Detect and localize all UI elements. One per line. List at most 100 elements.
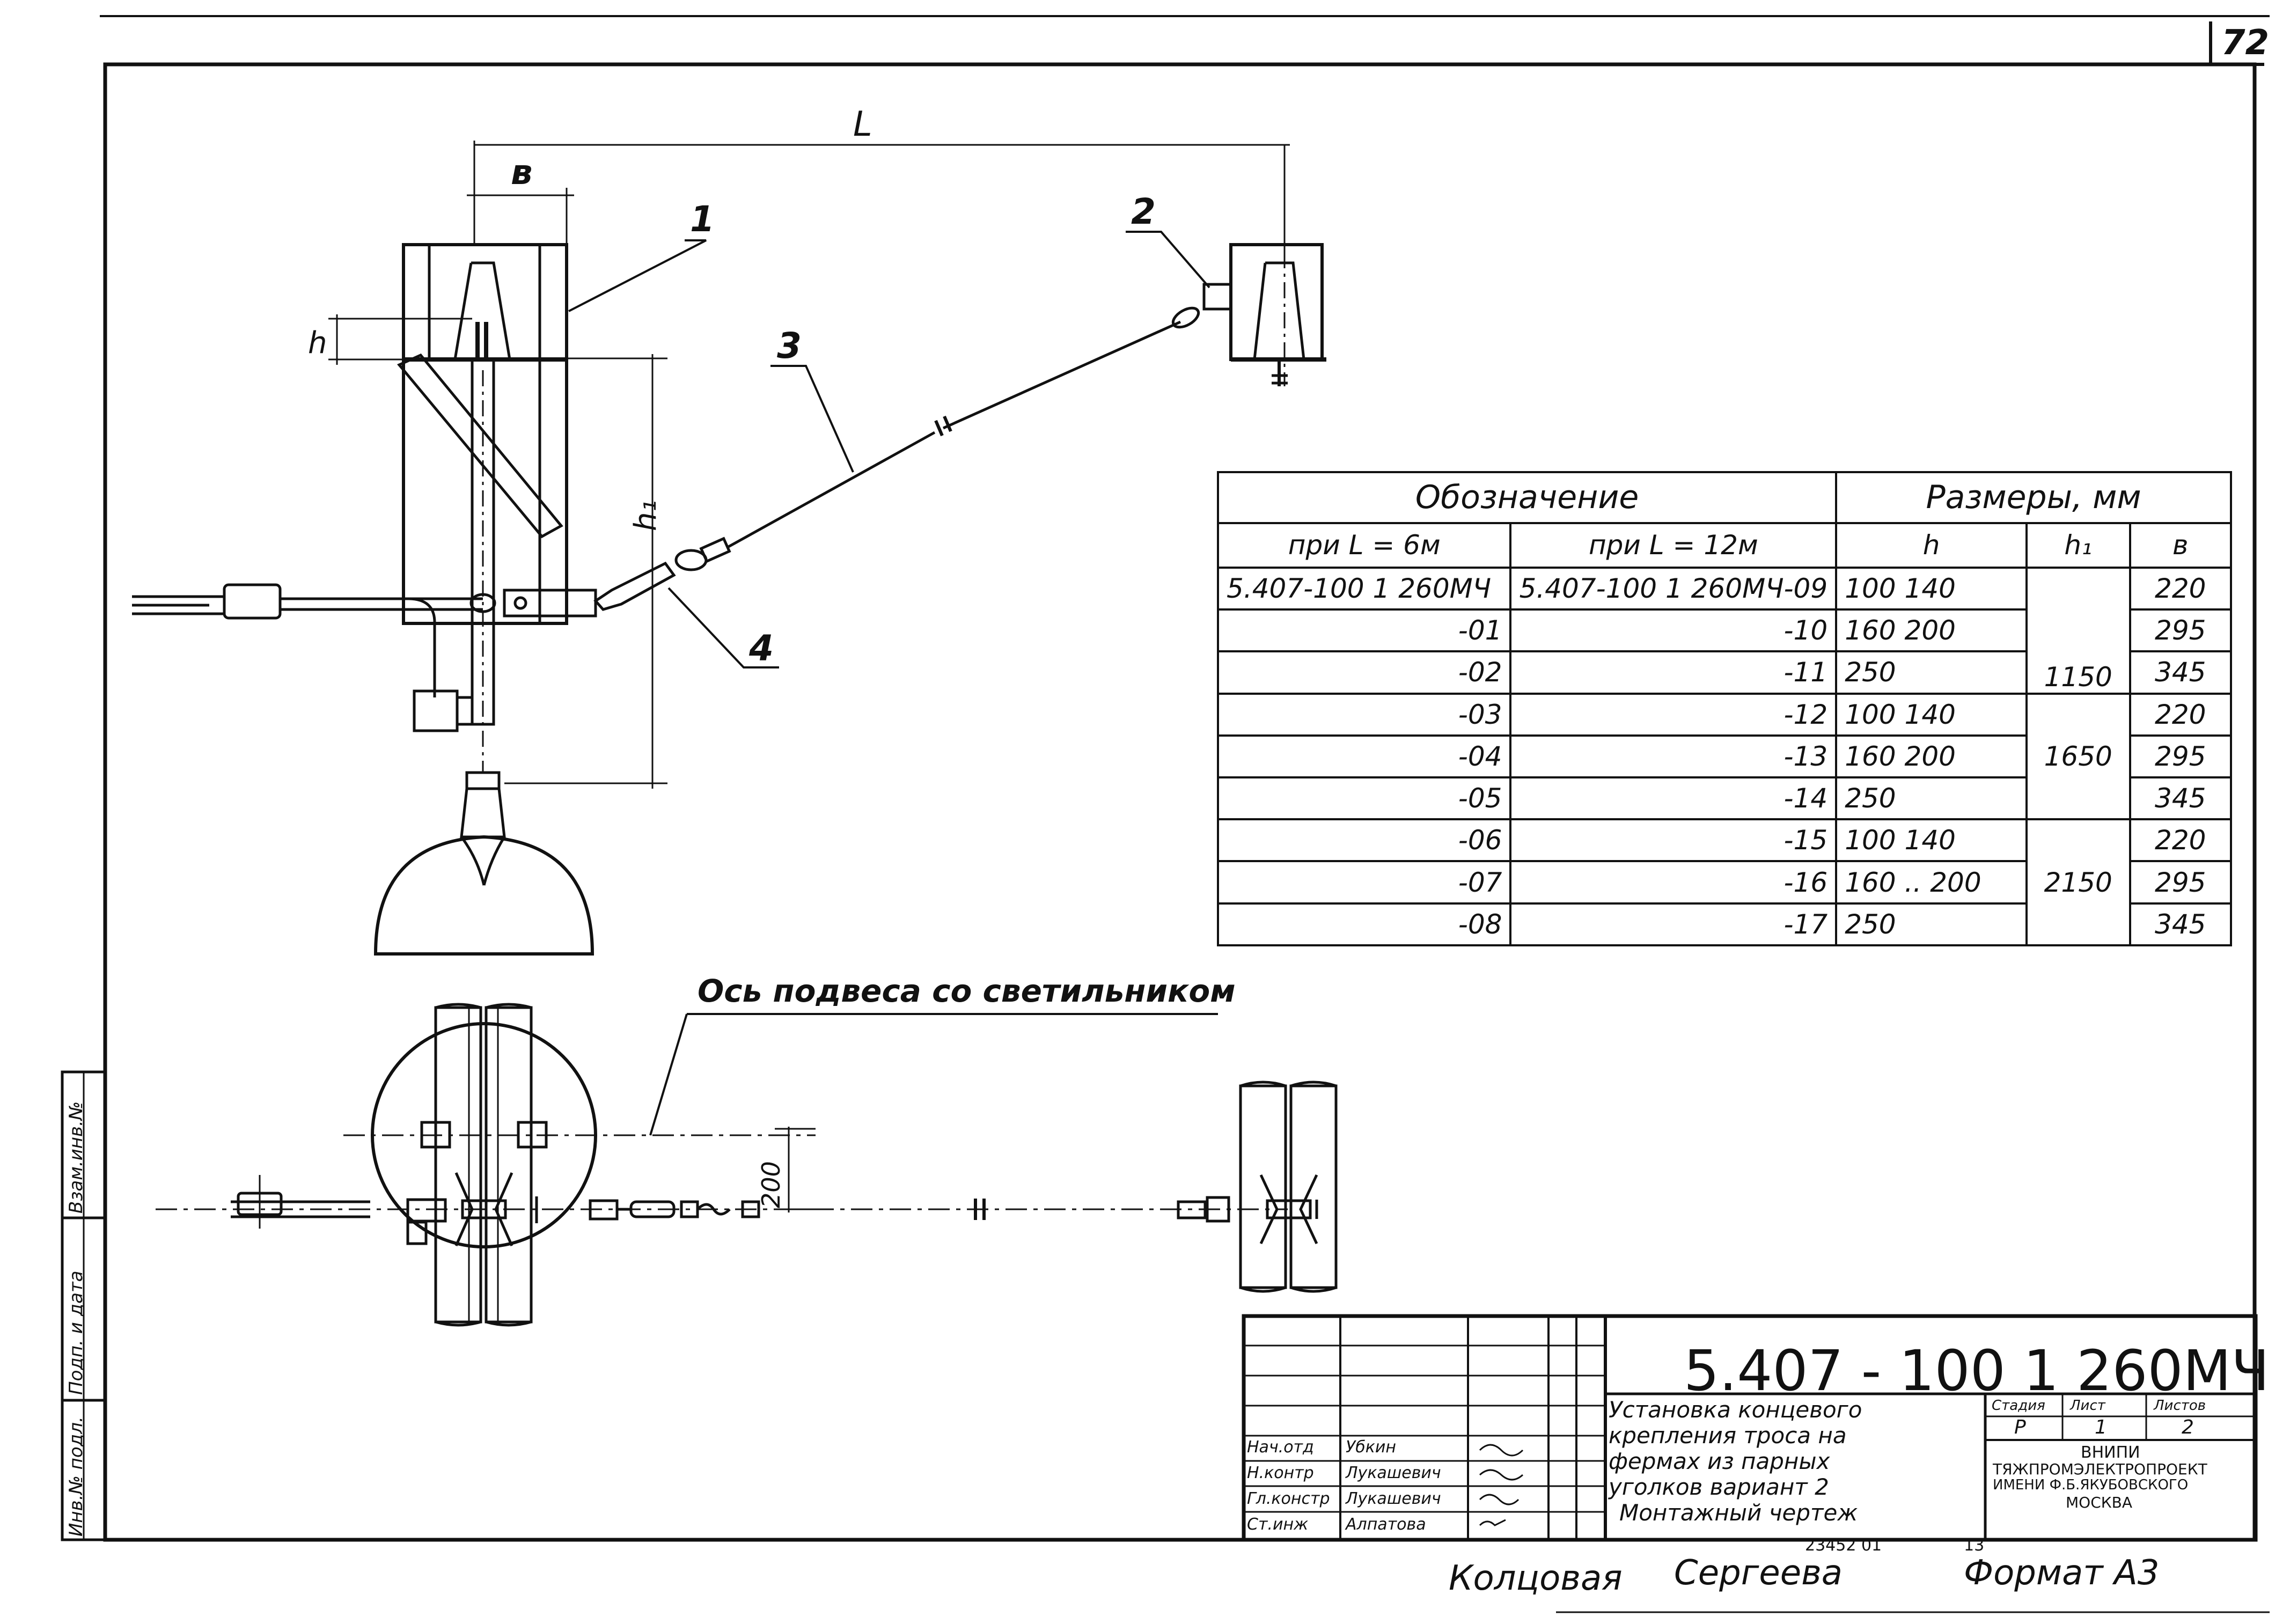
designation-L12-cell: -13	[1509, 734, 1838, 778]
side-stamp-label-3: Взам.инв.№	[65, 1101, 87, 1214]
designation-L12-cell: -10	[1509, 608, 1838, 653]
dim-label-L: L	[853, 105, 872, 144]
h-cell: 100 140	[1835, 818, 2028, 863]
designation-L12-cell: -16	[1509, 860, 1838, 905]
role-2: Н.контр	[1247, 1464, 1314, 1482]
title-line-1: Установка концевого	[1609, 1397, 1862, 1423]
dim-label-h: h	[308, 326, 327, 361]
header-designation: Обозначение	[1216, 471, 1838, 524]
sheets-value: 2	[2182, 1416, 2194, 1438]
title-line-2: крепления троса на	[1609, 1422, 1847, 1449]
sheets-label: Листов	[2154, 1398, 2206, 1414]
axis-label: Ось подвеса со светильником	[698, 973, 1236, 1009]
page-number: 72	[2221, 23, 2270, 63]
callout-3: 3	[777, 325, 802, 366]
h-cell: 160 200	[1835, 734, 2028, 778]
b-cell: 220	[2128, 818, 2233, 863]
signature-marks	[1479, 1444, 1524, 1526]
dim-label-h1: h₁	[628, 500, 663, 531]
doc-code: 5.407 - 100 1 260МЧ	[1684, 1338, 2270, 1403]
designation-L12-cell: -15	[1509, 818, 1838, 863]
title-line-5: Монтажный чертеж	[1619, 1500, 1858, 1526]
b-cell: 345	[2128, 902, 2233, 947]
designation-L6-cell: -03	[1216, 692, 1512, 737]
h-cell: 160 .. 200	[1835, 860, 2028, 905]
dim-label-b: в	[511, 153, 533, 193]
side-stamp-label-1: Инв.№ подл.	[65, 1416, 87, 1537]
h-cell: 160 200	[1835, 608, 2028, 653]
h-cell: 250	[1835, 650, 2028, 695]
title-block-frame	[1242, 1314, 2258, 1542]
lamp-reflector	[373, 835, 594, 956]
signature-name-2: Сергеева	[1674, 1553, 1843, 1593]
sheet-label: Лист	[2070, 1398, 2105, 1414]
designation-L6-cell: -02	[1216, 650, 1512, 695]
stage-label: Стадия	[1992, 1398, 2045, 1414]
designation-L6-cell: -05	[1216, 776, 1512, 821]
h-cell: 250	[1835, 902, 2028, 947]
title-block: 5.407 - 100 1 260МЧ Установка концевого …	[1244, 1316, 2270, 1541]
side-stamp-label-2: Подп. и дата	[65, 1270, 87, 1395]
name-4: Алпатова	[1346, 1515, 1426, 1534]
h-cell: 100 140	[1835, 692, 2028, 737]
subheader-h: h	[1835, 521, 2028, 569]
designation-L6-cell: -01	[1216, 608, 1512, 653]
title-line-4: уголков вариант 2	[1609, 1474, 1829, 1500]
plan-circle	[371, 1022, 597, 1248]
b-cell: 345	[2128, 650, 2233, 695]
callout-1: 1	[690, 199, 715, 240]
org-line-2: ТЯЖПРОМЭЛЕКТРОПРОЕКТ	[1993, 1460, 2207, 1478]
designation-L6-cell: -06	[1216, 818, 1512, 863]
designation-L12-cell: 5.407-100 1 260МЧ-09	[1509, 566, 1838, 611]
b-cell: 295	[2128, 860, 2233, 905]
dim-label-200: 200	[757, 1161, 786, 1208]
designation-L6-cell: -04	[1216, 734, 1512, 778]
h1-cell: 1650	[2025, 692, 2131, 821]
signature-name-1: Колцовая	[1449, 1559, 1623, 1598]
callout-4: 4	[749, 628, 774, 669]
role-3: Гл.констр	[1247, 1489, 1330, 1508]
archive-number: 23452 01	[1805, 1536, 1882, 1555]
format-label: Формат А3	[1964, 1553, 2160, 1593]
role-4: Ст.инж	[1247, 1515, 1309, 1534]
org-line-1: ВНИПИ	[2081, 1443, 2140, 1462]
designation-L12-cell: -12	[1509, 692, 1838, 737]
archive-index: 13	[1964, 1536, 1985, 1555]
subheader-L12: при L = 12м	[1509, 521, 1838, 569]
header-dimensions: Размеры, мм	[1835, 471, 2232, 524]
subheader-L6: при L = 6м	[1216, 521, 1512, 569]
name-1: Убкин	[1346, 1438, 1397, 1457]
subheader-h1: h₁	[2025, 521, 2131, 569]
designation-L12-cell: -14	[1509, 776, 1838, 821]
spec-table: Обозначение Размеры, мм при L = 6м при L…	[1216, 471, 2233, 947]
b-cell: 220	[2128, 566, 2233, 611]
stage-value: Р	[2014, 1416, 2026, 1438]
h1-cell: 2150	[2025, 818, 2131, 946]
designation-L6-cell: -08	[1216, 902, 1512, 947]
truss-chord	[402, 243, 568, 625]
h-cell: 100 140	[1835, 566, 2028, 611]
designation-L6-cell: -07	[1216, 860, 1512, 905]
b-cell: 295	[2128, 734, 2233, 778]
designation-L12-cell: -17	[1509, 902, 1838, 947]
designation-L6-cell: 5.407-100 1 260МЧ	[1216, 566, 1512, 611]
name-2: Лукашевич	[1346, 1464, 1441, 1482]
h1-cell: 1150	[2025, 566, 2131, 695]
b-cell: 295	[2128, 608, 2233, 653]
org-line-3: ИМЕНИ Ф.Б.ЯКУБОВСКОГО	[1993, 1477, 2189, 1493]
sheet-frame	[103, 62, 2257, 1542]
name-3: Лукашевич	[1346, 1489, 1441, 1508]
designation-L12-cell: -11	[1509, 650, 1838, 695]
sheet-value: 1	[2095, 1416, 2107, 1438]
role-1: Нач.отд	[1247, 1438, 1314, 1457]
